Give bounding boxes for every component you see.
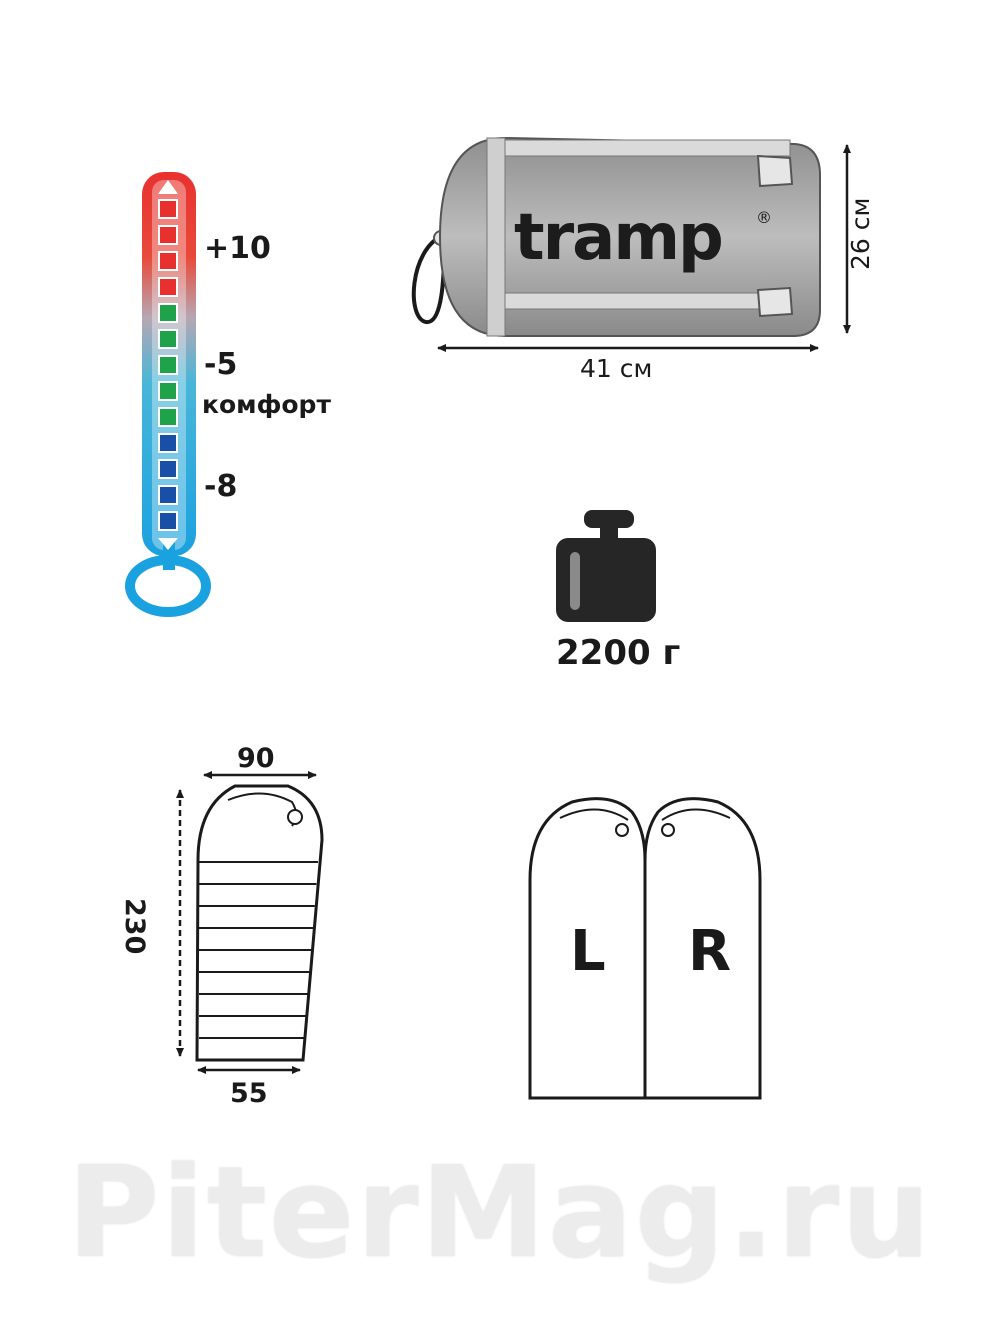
buckle-bottom [756, 286, 794, 318]
temp-comfort-label: -5 [204, 347, 238, 382]
bag-drawcord [287, 809, 303, 825]
weight-block [556, 538, 656, 622]
registered-mark: ® [756, 208, 772, 227]
thermometer-segment [158, 303, 178, 323]
watermark-text: PiterMag.ru [67, 1139, 933, 1286]
compression-strap-bottom [489, 292, 791, 310]
thermometer-arrow-bottom [158, 538, 178, 550]
bag-length-label: 230 [119, 898, 150, 955]
sleeping-bag-outline [195, 784, 324, 1062]
bag-width-top-label: 90 [237, 743, 275, 774]
thermometer-segment [158, 277, 178, 297]
right-bag-drawcord [661, 823, 675, 837]
thermometer-segment [158, 433, 178, 453]
weight-highlight [570, 552, 580, 610]
buckle-top [756, 154, 794, 188]
zip-sides-icon [528, 797, 762, 1100]
right-zip-label: R [688, 919, 732, 984]
packed-length-label: 41 см [580, 354, 653, 383]
left-bag-drawcord [615, 823, 629, 837]
thermometer-segment [158, 355, 178, 375]
packed-bag-icon [411, 136, 821, 337]
thermometer-segment [158, 199, 178, 219]
thermometer-segment [158, 381, 178, 401]
weight-handle [584, 510, 634, 528]
temp-max-label: +10 [204, 231, 271, 266]
left-bag-outline [528, 797, 647, 1100]
compression-strap-top [489, 139, 791, 157]
bag-width-bottom-label: 55 [230, 1078, 268, 1109]
thermometer-bulb [125, 555, 211, 617]
weight-label: 2200 г [556, 633, 681, 673]
weight-icon [556, 510, 656, 622]
thermometer-icon [125, 172, 211, 617]
weight-stem [600, 526, 618, 540]
thermometer-segment [158, 329, 178, 349]
thermometer-segment [158, 251, 178, 271]
right-bag-hood [661, 808, 731, 821]
thermometer-segment [158, 225, 178, 245]
thermometer-segment [158, 407, 178, 427]
left-zip-label: L [570, 919, 606, 984]
left-bag-hood [559, 808, 629, 821]
thermometer-segment [158, 485, 178, 505]
comfort-label: комфорт [202, 390, 331, 419]
thermometer-segment [158, 459, 178, 479]
packed-diameter-label: 26 см [846, 197, 875, 270]
drawstring-loop [411, 234, 446, 324]
brand-logo: tramp [514, 201, 724, 275]
compression-strap-vertical [486, 137, 506, 337]
thermometer-arrow-top [158, 180, 178, 194]
thermometer-scale [158, 199, 178, 531]
temp-extreme-label: -8 [204, 469, 238, 504]
right-bag-outline [643, 797, 762, 1100]
compression-sack-body [438, 136, 821, 337]
bag-body [195, 784, 324, 1062]
bag-baffles [199, 861, 318, 1039]
thermometer-segment [158, 511, 178, 531]
